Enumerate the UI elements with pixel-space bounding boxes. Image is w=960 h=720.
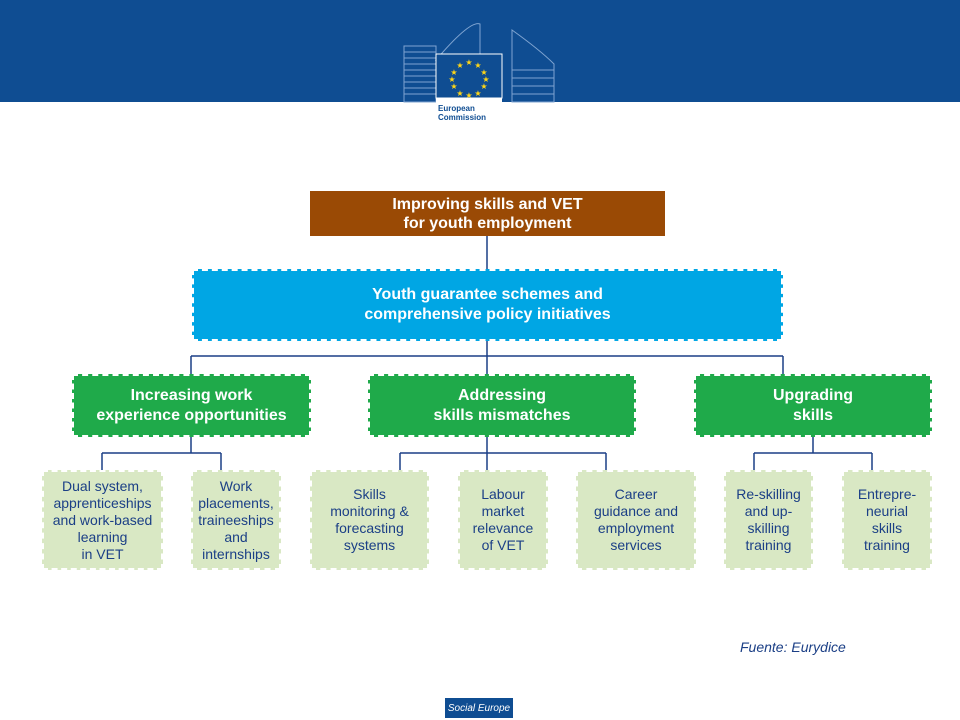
leaf-entrepreneurial-skills: Entrepre- neurial skills training: [842, 470, 932, 570]
svg-text:★: ★: [482, 75, 489, 84]
root-line-1: Improving skills and VET: [392, 195, 583, 213]
leaf-skills-monitoring: Skills monitoring & forecasting systems: [310, 470, 429, 570]
root-node: Improving skills and VET for youth emplo…: [310, 191, 665, 236]
leaf-re-skilling: Re-skilling and up- skilling training: [724, 470, 813, 570]
logo-line-2: Commission: [438, 113, 487, 122]
leaf-line: forecasting: [335, 520, 404, 536]
leaf-line: placements,: [198, 494, 274, 511]
leaf-line: training: [864, 537, 910, 553]
leaf-line: skilling: [747, 520, 790, 536]
svg-text:★: ★: [450, 68, 457, 77]
leaf-line: Skills: [353, 486, 386, 502]
svg-text:★: ★: [450, 82, 457, 91]
logo-line-1: European: [438, 104, 475, 113]
category-addressing-skills-mismatches: Addressing skills mismatches: [368, 374, 636, 437]
category-title-line: skills mismatches: [433, 406, 571, 424]
social-europe-badge: Social Europe: [445, 698, 513, 718]
leaf-line: in VET: [81, 545, 124, 562]
leaf-line: traineeships: [198, 511, 274, 528]
category-upgrading-skills: Upgrading skills: [694, 374, 932, 437]
leaf-line: and up-: [744, 503, 793, 519]
leaf-line: training: [745, 537, 792, 553]
leaf-line: Career: [614, 486, 658, 502]
logo-text: European Commission: [438, 104, 508, 122]
leaf-line: relevance: [472, 520, 534, 536]
leaf-line: Dual system,: [62, 477, 143, 494]
hub-node: Youth guarantee schemes and comprehensiv…: [192, 269, 783, 341]
leaf-line: of VET: [481, 537, 525, 553]
leaf-line: learning: [77, 528, 128, 545]
leaf-line: employment: [597, 520, 675, 536]
leaf-line: and: [224, 528, 248, 545]
svg-text:★: ★: [480, 82, 487, 91]
leaf-labour-market-relevance: Labour market relevance of VET: [458, 470, 548, 570]
hub-line-2: comprehensive policy initiatives: [364, 306, 611, 323]
svg-text:★: ★: [456, 61, 463, 70]
leaf-line: internships: [202, 545, 270, 562]
svg-text:★: ★: [465, 91, 472, 100]
category-increasing-work-experience: Increasing work experience opportunities: [72, 374, 311, 437]
leaf-line: systems: [343, 537, 396, 553]
category-title-line: Addressing: [457, 386, 546, 404]
root-line-2: for youth employment: [403, 214, 572, 232]
category-title-line: skills: [792, 406, 834, 424]
leaf-line: services: [610, 537, 662, 553]
leaf-work-placements: Work placements, traineeships and intern…: [191, 470, 281, 570]
svg-text:★: ★: [474, 61, 481, 70]
leaf-line: Entrepre-: [857, 486, 917, 502]
leaf-line: Re-skilling: [736, 486, 801, 502]
leaf-line: skills: [871, 520, 903, 536]
leaf-line: neurial: [865, 503, 908, 519]
category-title-line: Upgrading: [773, 386, 853, 404]
european-commission-logo: ★ ★ ★ ★ ★ ★ ★ ★ ★ ★ ★ ★ European Commiss…: [400, 20, 560, 132]
leaf-line: Work: [219, 477, 253, 494]
leaf-line: monitoring &: [330, 503, 409, 519]
svg-text:★: ★: [456, 89, 463, 98]
leaf-dual-system: Dual system, apprenticeships and work-ba…: [42, 470, 163, 570]
svg-text:★: ★: [448, 75, 455, 84]
source-note: Fuente: Eurydice: [740, 639, 846, 655]
hub-line-1: Youth guarantee schemes and: [372, 286, 603, 303]
leaf-career-guidance: Career guidance and employment services: [576, 470, 696, 570]
leaf-line: market: [481, 503, 525, 519]
leaf-line: apprenticeships: [53, 494, 152, 511]
svg-text:★: ★: [465, 58, 472, 67]
leaf-line: and work-based: [52, 511, 153, 528]
leaf-line: Labour: [481, 486, 525, 502]
category-title-line: Increasing work: [130, 386, 253, 404]
svg-text:★: ★: [480, 68, 487, 77]
svg-text:★: ★: [474, 89, 481, 98]
commission-building-icon: ★ ★ ★ ★ ★ ★ ★ ★ ★ ★ ★ ★: [403, 23, 555, 132]
category-title-line: experience opportunities: [96, 406, 287, 424]
leaf-line: guidance and: [593, 503, 679, 519]
